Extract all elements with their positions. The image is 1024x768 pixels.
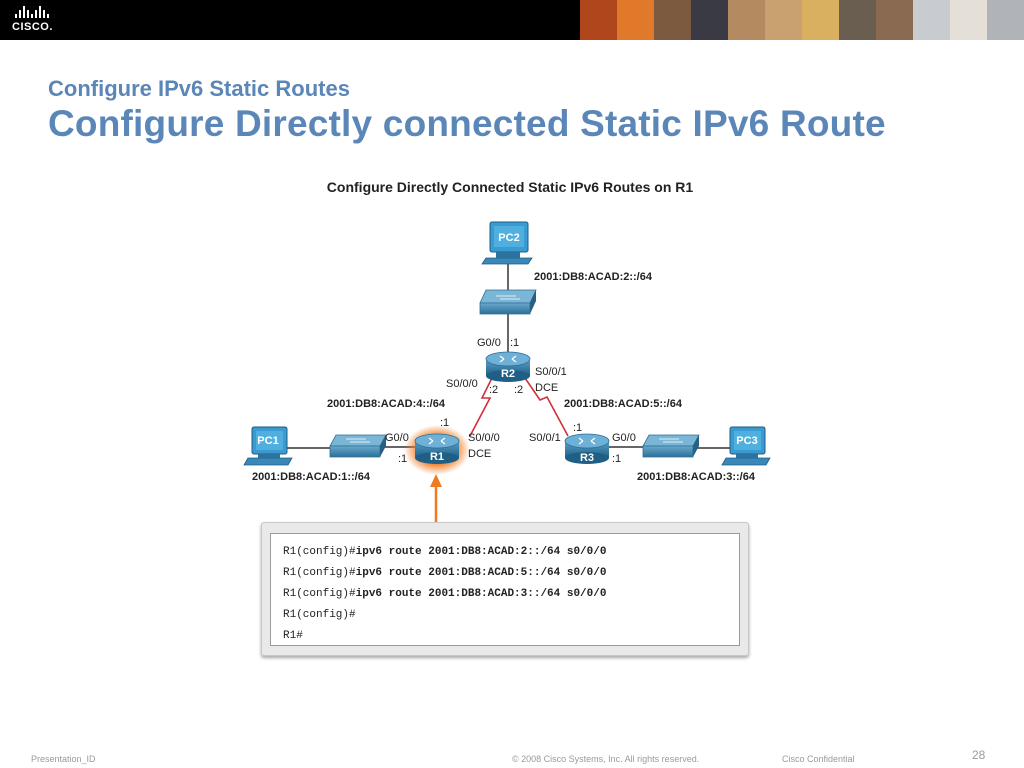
network-labels: 2001:DB8:ACAD:2::/64 2001:DB8:ACAD:4::/6… <box>252 271 756 483</box>
footer-confidential: Cisco Confidential <box>782 754 855 764</box>
network-label-lan3: 2001:DB8:ACAD:3::/64 <box>637 471 756 483</box>
r1-host-left-label: :1 <box>398 453 407 465</box>
photo-tile <box>839 0 876 40</box>
cisco-bars-icon <box>15 6 60 18</box>
r1-g00-label: G0/0 <box>385 432 409 444</box>
r2-host-left-label: :2 <box>489 384 498 396</box>
switch-left-icon <box>329 434 387 458</box>
pc3-label: PC3 <box>736 435 757 447</box>
router-r1-icon: R1 <box>404 425 470 475</box>
router-r2-label: R2 <box>501 368 515 380</box>
cli-line: R1(config)#ipv6 route 2001:DB8:ACAD:2::/… <box>283 545 739 566</box>
cli-prompt: R1(config)# <box>283 567 356 579</box>
pc2-label: PC2 <box>498 232 519 244</box>
link-r2-r3-serial <box>524 377 569 437</box>
cli-panel: R1(config)#ipv6 route 2001:DB8:ACAD:2::/… <box>261 522 749 656</box>
network-label-lan1: 2001:DB8:ACAD:1::/64 <box>252 471 371 483</box>
photo-tile <box>876 0 913 40</box>
slide-title: Configure Directly connected Static IPv6… <box>48 103 886 144</box>
cisco-logo: CISCO. <box>12 6 60 36</box>
switch-top-icon <box>479 289 537 315</box>
r1-host-up-label: :1 <box>440 417 449 429</box>
cli-command: ipv6 route 2001:DB8:ACAD:2::/64 s0/0/0 <box>355 546 607 558</box>
footer-presentation-id: Presentation_ID <box>31 754 96 764</box>
pc1-label: PC1 <box>257 435 278 447</box>
r3-host-up-label: :1 <box>573 422 582 434</box>
r3-host-right-label: :1 <box>612 453 621 465</box>
r2-s000-label: S0/0/0 <box>446 378 478 390</box>
cli-line: R1(config)# <box>283 608 739 629</box>
r2-host-right-label: :2 <box>514 384 523 396</box>
photo-tile <box>691 0 728 40</box>
photo-tile <box>617 0 654 40</box>
r1-dce-label: DCE <box>468 448 491 460</box>
photo-tile <box>728 0 765 40</box>
cli-line: R1(config)#ipv6 route 2001:DB8:ACAD:5::/… <box>283 566 739 587</box>
header-bar: CISCO. <box>0 0 1024 40</box>
router-r2-icon: R2 <box>485 351 531 382</box>
photo-tile <box>987 0 1024 40</box>
cli-prompt: R1# <box>283 630 303 642</box>
link-r2-r1-serial <box>469 377 493 437</box>
network-label-wan4: 2001:DB8:ACAD:4::/64 <box>327 398 446 410</box>
r3-g00-label: G0/0 <box>612 432 636 444</box>
pointer-arrow-icon <box>430 474 442 522</box>
network-label-lan2: 2001:DB8:ACAD:2::/64 <box>534 271 653 283</box>
photo-tile <box>765 0 802 40</box>
page-number: 28 <box>972 748 986 762</box>
slide-subtitle: Configure IPv6 Static Routes <box>48 76 350 101</box>
photo-tile <box>654 0 691 40</box>
r2-g00-host-label: :1 <box>510 337 519 349</box>
cli-prompt: R1(config)# <box>283 609 356 621</box>
r2-g00-label: G0/0 <box>477 337 501 349</box>
photo-strip <box>580 0 1024 40</box>
interface-labels: G0/0 :1 S0/0/1 DCE S0/0/0 :2 :2 :1 G0/0 … <box>385 337 636 465</box>
photo-tile <box>580 0 617 40</box>
switch-right-icon <box>642 434 700 458</box>
cli-prompt: R1(config)# <box>283 546 356 558</box>
r3-s001-label: S0/0/1 <box>529 432 561 444</box>
router-r1-label: R1 <box>430 451 444 463</box>
cli-command: ipv6 route 2001:DB8:ACAD:3::/64 s0/0/0 <box>355 588 607 600</box>
footer-copyright: © 2008 Cisco Systems, Inc. All rights re… <box>512 754 700 764</box>
photo-tile <box>950 0 987 40</box>
cli-line: R1(config)#ipv6 route 2001:DB8:ACAD:3::/… <box>283 587 739 608</box>
pc1-icon: PC1 <box>243 426 293 466</box>
diagram-heading: Configure Directly Connected Static IPv6… <box>327 179 694 195</box>
cli-command: ipv6 route 2001:DB8:ACAD:5::/64 s0/0/0 <box>355 567 607 579</box>
r2-s001-label: S0/0/1 <box>535 366 567 378</box>
pc2-icon: PC2 <box>481 221 533 265</box>
cli-prompt: R1(config)# <box>283 588 356 600</box>
network-label-wan5: 2001:DB8:ACAD:5::/64 <box>564 398 683 410</box>
photo-tile <box>913 0 950 40</box>
cli-output: R1(config)#ipv6 route 2001:DB8:ACAD:2::/… <box>270 533 740 646</box>
photo-tile <box>802 0 839 40</box>
r2-dce-label: DCE <box>535 382 558 394</box>
router-r3-label: R3 <box>580 452 594 464</box>
pc3-icon: PC3 <box>721 426 771 466</box>
cisco-logo-text: CISCO. <box>12 21 53 33</box>
r1-s000-label: S0/0/0 <box>468 432 500 444</box>
cli-line: R1# <box>283 629 739 650</box>
router-r3-icon: R3 <box>564 433 610 464</box>
